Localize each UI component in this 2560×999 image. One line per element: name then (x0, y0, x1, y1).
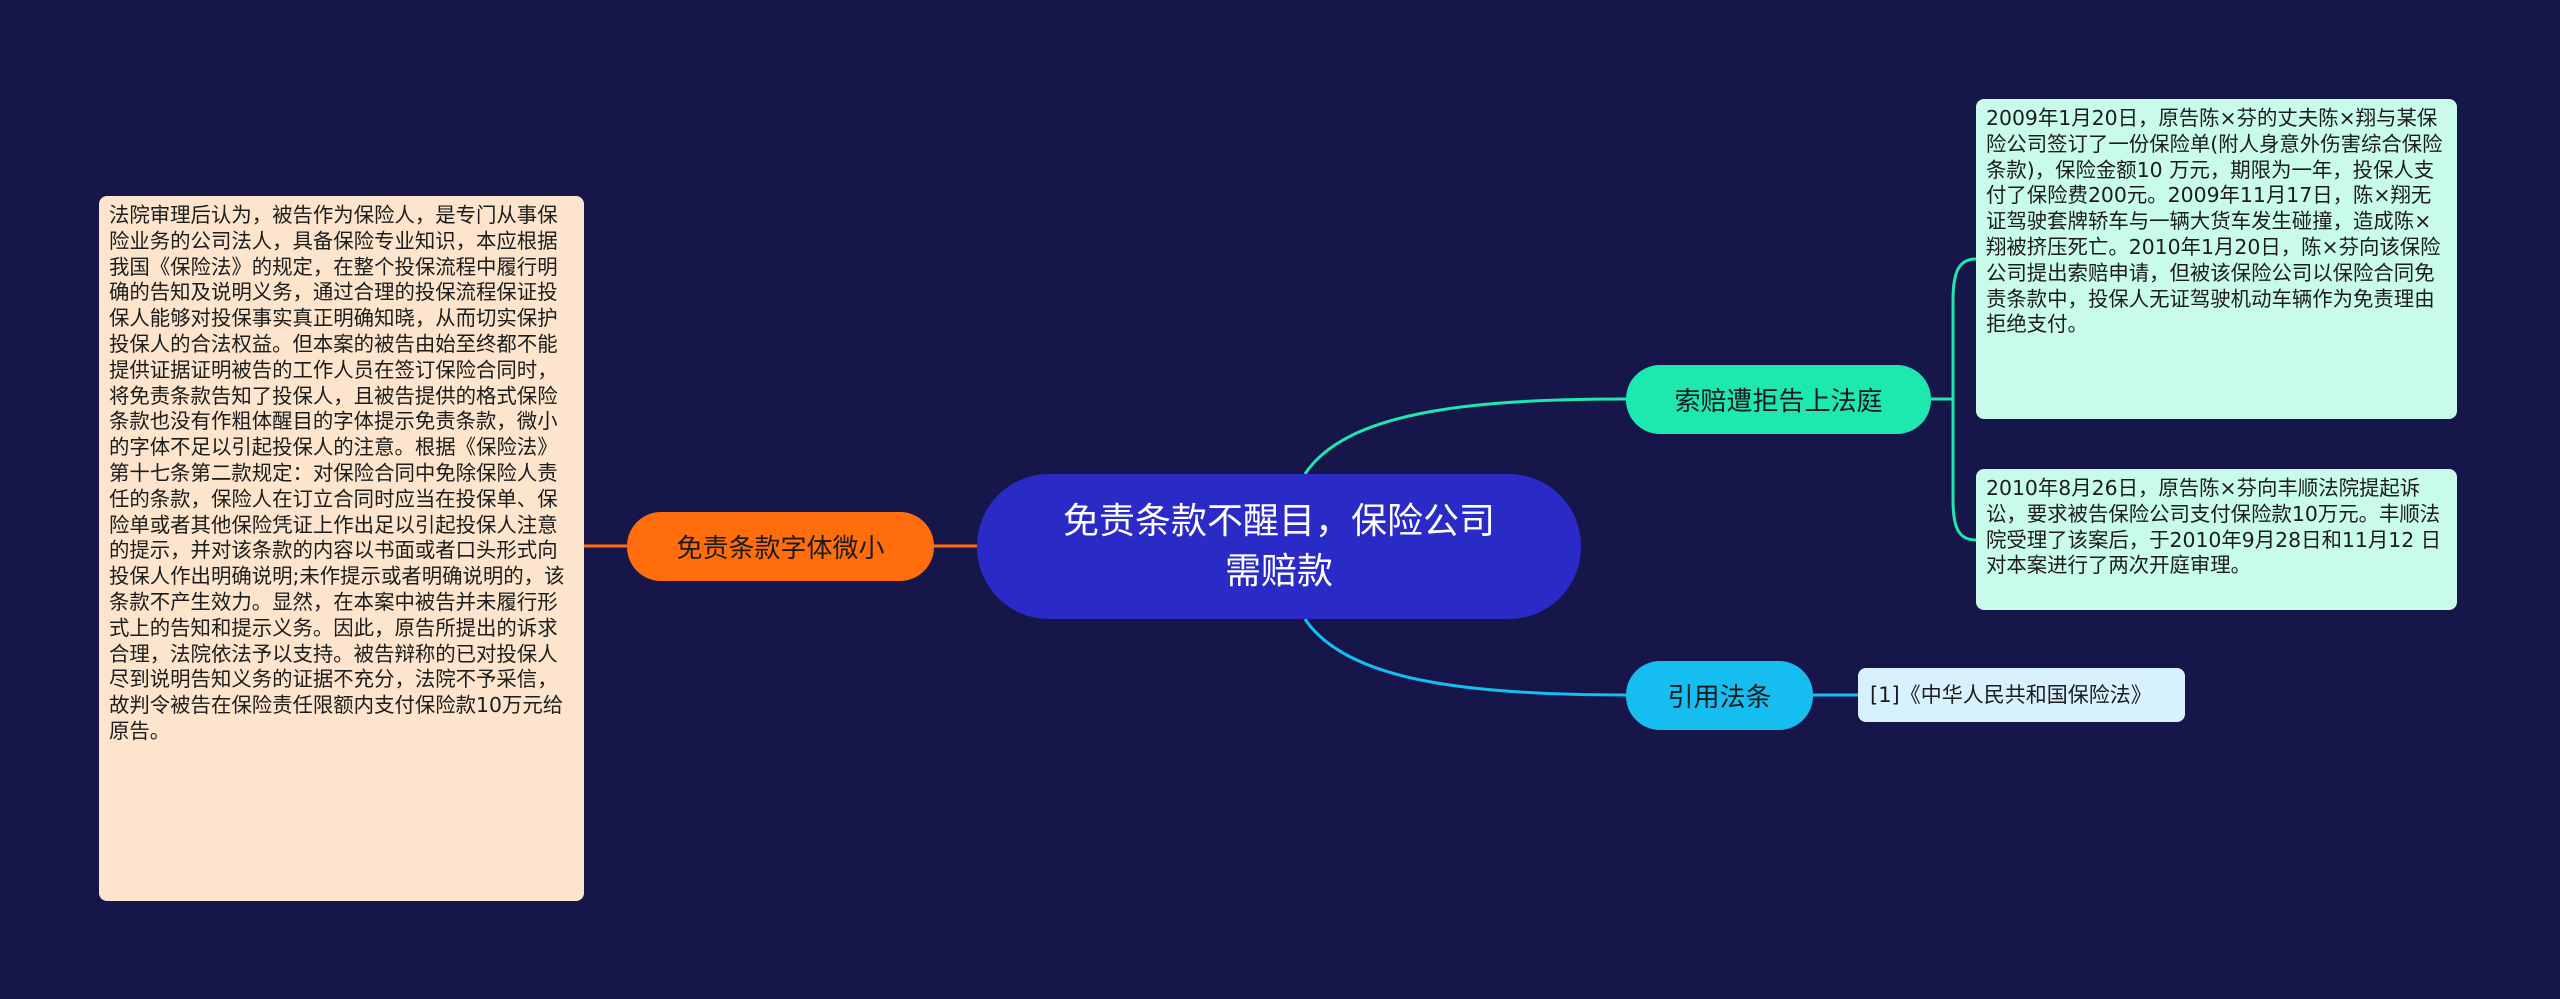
court-opinion-text: 法院审理后认为，被告作为保险人，是专门从事保险业务的公司法人，具备保险专业知识，… (109, 203, 565, 743)
central-topic-label: 免责条款不醒目，保险公司需赔款 (1062, 500, 1495, 592)
branch-cited-law-label: 引用法条 (1667, 683, 1772, 713)
case-background-note: 2009年1月20日，原告陈×芬的丈夫陈×翔与某保险公司签订了一份保险单(附人身… (1976, 99, 2457, 419)
lawsuit-note: 2010年8月26日，原告陈×芬向丰顺法院提起诉讼，要求被告保险公司支付保险款1… (1976, 469, 2457, 610)
branch-claim-rejected-label: 索赔遭拒告上法庭 (1674, 387, 1883, 417)
law-reference-note: [1]《中华人民共和国保险法》 (1858, 668, 2185, 722)
link-root-law (1303, 618, 1627, 697)
central-topic[interactable]: 免责条款不醒目，保险公司需赔款 (977, 474, 1581, 619)
law-reference-text: [1]《中华人民共和国保险法》 (1870, 683, 2152, 707)
link-root-claim (1303, 397, 1627, 475)
lawsuit-text: 2010年8月26日，原告陈×芬向丰顺法院提起诉讼，要求被告保险公司支付保险款1… (1986, 476, 2442, 578)
branch-cited-law[interactable]: 引用法条 (1626, 661, 1813, 730)
court-opinion-note: 法院审理后认为，被告作为保险人，是专门从事保险业务的公司法人，具备保险专业知识，… (99, 196, 584, 901)
branch-claim-rejected[interactable]: 索赔遭拒告上法庭 (1626, 365, 1931, 434)
case-background-text: 2009年1月20日，原告陈×芬的丈夫陈×翔与某保险公司签订了一份保险单(附人身… (1986, 106, 2443, 337)
branch-font-small[interactable]: 免责条款字体微小 (627, 512, 934, 581)
branch-font-small-label: 免责条款字体微小 (676, 534, 885, 564)
link-claim-notes (1931, 257, 1977, 542)
